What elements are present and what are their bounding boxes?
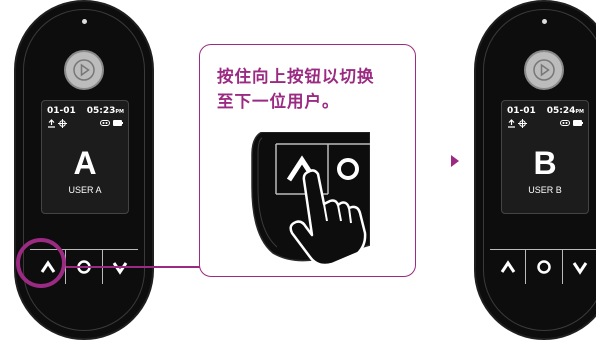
indicator-dot: [541, 19, 547, 24]
indicator-dot: [81, 19, 87, 24]
device-screen: 01-01 05:24PM B USER B: [501, 100, 589, 214]
instruction-text: 按住向上按钮以切换 至下一位用户。: [217, 67, 375, 111]
left-device: 01-01 05:23PM A USER A: [14, 0, 154, 340]
instruction-callout: 按住向上按钮以切换 至下一位用户。: [199, 44, 416, 277]
center-button[interactable]: [525, 250, 561, 284]
time-text: 05:24PM: [546, 106, 584, 116]
upload-icon: [48, 119, 55, 128]
date-text: 01-01: [47, 106, 76, 116]
up-arrow-icon: [500, 260, 515, 273]
hand-pointer-icon: [289, 169, 367, 267]
play-icon: [533, 59, 555, 81]
up-button[interactable]: [490, 250, 525, 284]
user-letter: A: [73, 145, 97, 181]
connector-line: [66, 266, 200, 268]
play-icon: [73, 59, 95, 81]
signal-icon: [100, 120, 110, 126]
up-button-highlight: [16, 238, 66, 288]
target-icon: [518, 119, 527, 128]
circle-button-icon: [537, 260, 551, 274]
battery-icon: [573, 120, 583, 126]
upload-icon: [508, 119, 515, 128]
battery-icon: [113, 120, 123, 126]
time-text: 05:23PM: [86, 106, 124, 116]
down-button[interactable]: [561, 250, 596, 284]
user-label: USER A: [68, 185, 102, 195]
right-device: 01-01 05:24PM B USER B: [474, 0, 596, 340]
down-arrow-icon: [573, 262, 588, 275]
next-arrow-icon: [451, 155, 459, 167]
user-label: USER B: [528, 185, 562, 195]
date-text: 01-01: [507, 106, 536, 116]
play-button[interactable]: [524, 50, 564, 90]
target-icon: [58, 119, 67, 128]
play-button[interactable]: [64, 50, 104, 90]
button-row: [490, 249, 596, 284]
device-screen: 01-01 05:23PM A USER A: [41, 100, 129, 214]
zoomed-device-illustration: [251, 132, 370, 267]
user-letter: B: [533, 145, 557, 181]
signal-icon: [560, 120, 570, 126]
